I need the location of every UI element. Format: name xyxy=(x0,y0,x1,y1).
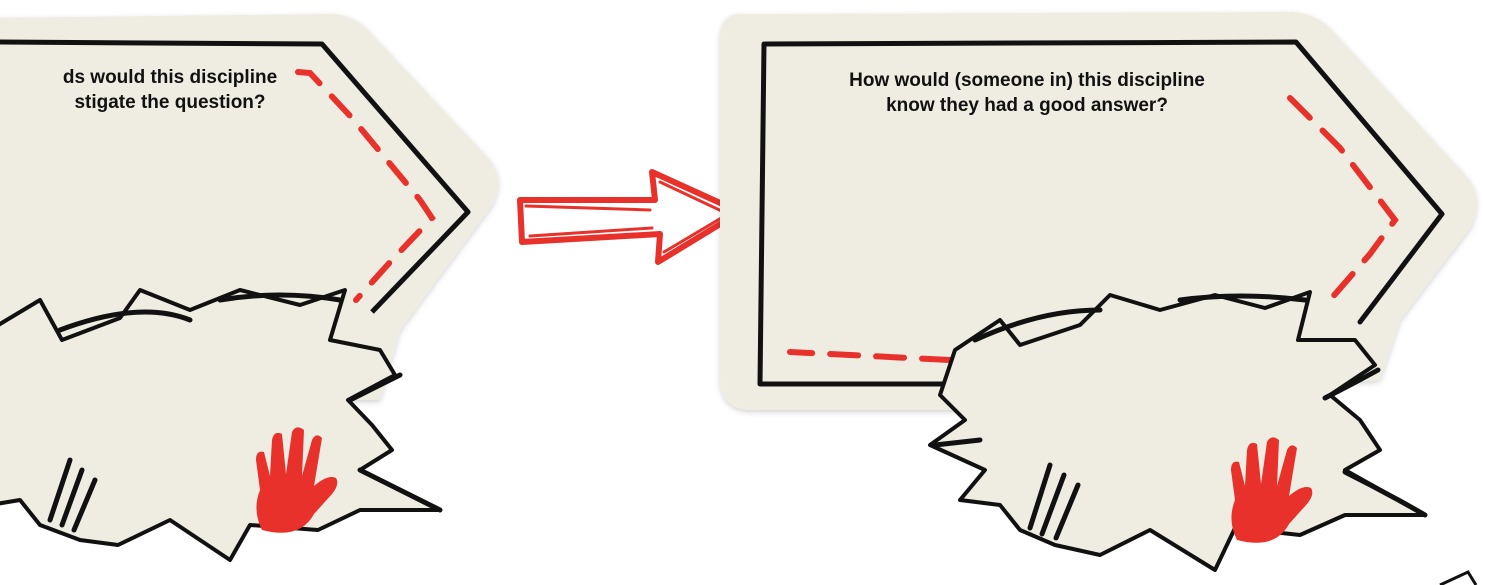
right-card-question: How would (someone in) this discipline k… xyxy=(767,68,1287,118)
left-card-line-1: ds would this discipline xyxy=(40,65,300,90)
arrow-right-icon xyxy=(520,172,740,262)
left-card-question: ds would this discipline stigate the que… xyxy=(40,65,300,115)
right-card-line-1: How would (someone in) this discipline xyxy=(767,68,1287,93)
left-card-line-2: stigate the question? xyxy=(40,90,300,115)
right-card-line-2: know they had a good answer? xyxy=(767,93,1287,118)
corner-arrow-icon xyxy=(1440,572,1476,585)
